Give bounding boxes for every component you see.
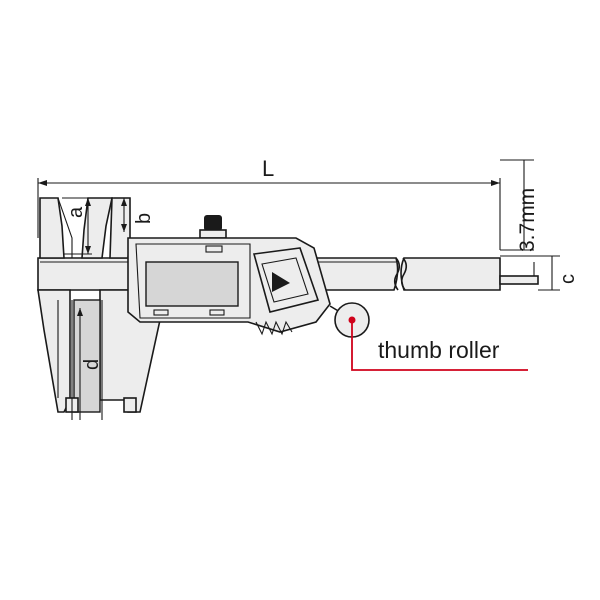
slider-lower-jaw-inner <box>73 299 101 413</box>
c-label: c <box>557 274 579 284</box>
fixed-jaw <box>37 197 73 413</box>
length-arrow-right <box>491 180 500 186</box>
top-indicator-slot <box>205 245 223 253</box>
dimension-a: a <box>62 197 92 255</box>
length-arrow-left <box>38 180 47 186</box>
b-arrow-top <box>121 198 127 206</box>
dimension-b: b <box>114 197 155 232</box>
slider-jaw-tip <box>123 397 137 413</box>
thumb-roller: thumb roller <box>334 302 528 371</box>
beam-break-right <box>400 257 408 291</box>
depth-rod-bar <box>499 275 539 285</box>
beam-break-left <box>393 257 401 291</box>
grip-teeth-lines <box>255 320 293 336</box>
play-triangle-icon <box>272 272 290 292</box>
display-bezel <box>135 243 251 319</box>
slider-upper-jaw-back <box>109 197 131 259</box>
button-panel <box>252 247 320 313</box>
fixed-upper-jaw-edge <box>57 197 73 258</box>
lcd-screen <box>145 261 239 307</box>
fixed-upper-jaw <box>39 197 65 259</box>
rod-3-7-label: 3.7mm <box>516 188 539 252</box>
a-arrow-top <box>85 198 91 206</box>
button-right <box>209 309 225 316</box>
dimension-length: L <box>37 156 501 250</box>
fixed-lower-jaw <box>37 289 71 413</box>
b-arrow-bottom <box>121 224 127 232</box>
callout-leader <box>351 320 528 371</box>
d-label: d <box>81 359 103 370</box>
b-label: b <box>133 213 155 224</box>
lock-screw-base <box>199 229 227 239</box>
a-arrow-bottom <box>85 246 91 254</box>
callout-label: thumb roller <box>378 337 500 363</box>
a-label: a <box>65 206 87 218</box>
d-arrow-top <box>77 308 83 316</box>
button-panel-inner <box>261 257 309 303</box>
length-label: L <box>262 156 274 181</box>
beam-right-section <box>400 257 501 291</box>
button-left <box>153 309 169 316</box>
lock-screw-knob <box>204 215 222 231</box>
depth-rod: 3.7mm c <box>499 159 579 291</box>
dimension-d: d <box>71 300 103 420</box>
slider-body <box>127 215 341 336</box>
grip-teeth <box>255 320 293 336</box>
